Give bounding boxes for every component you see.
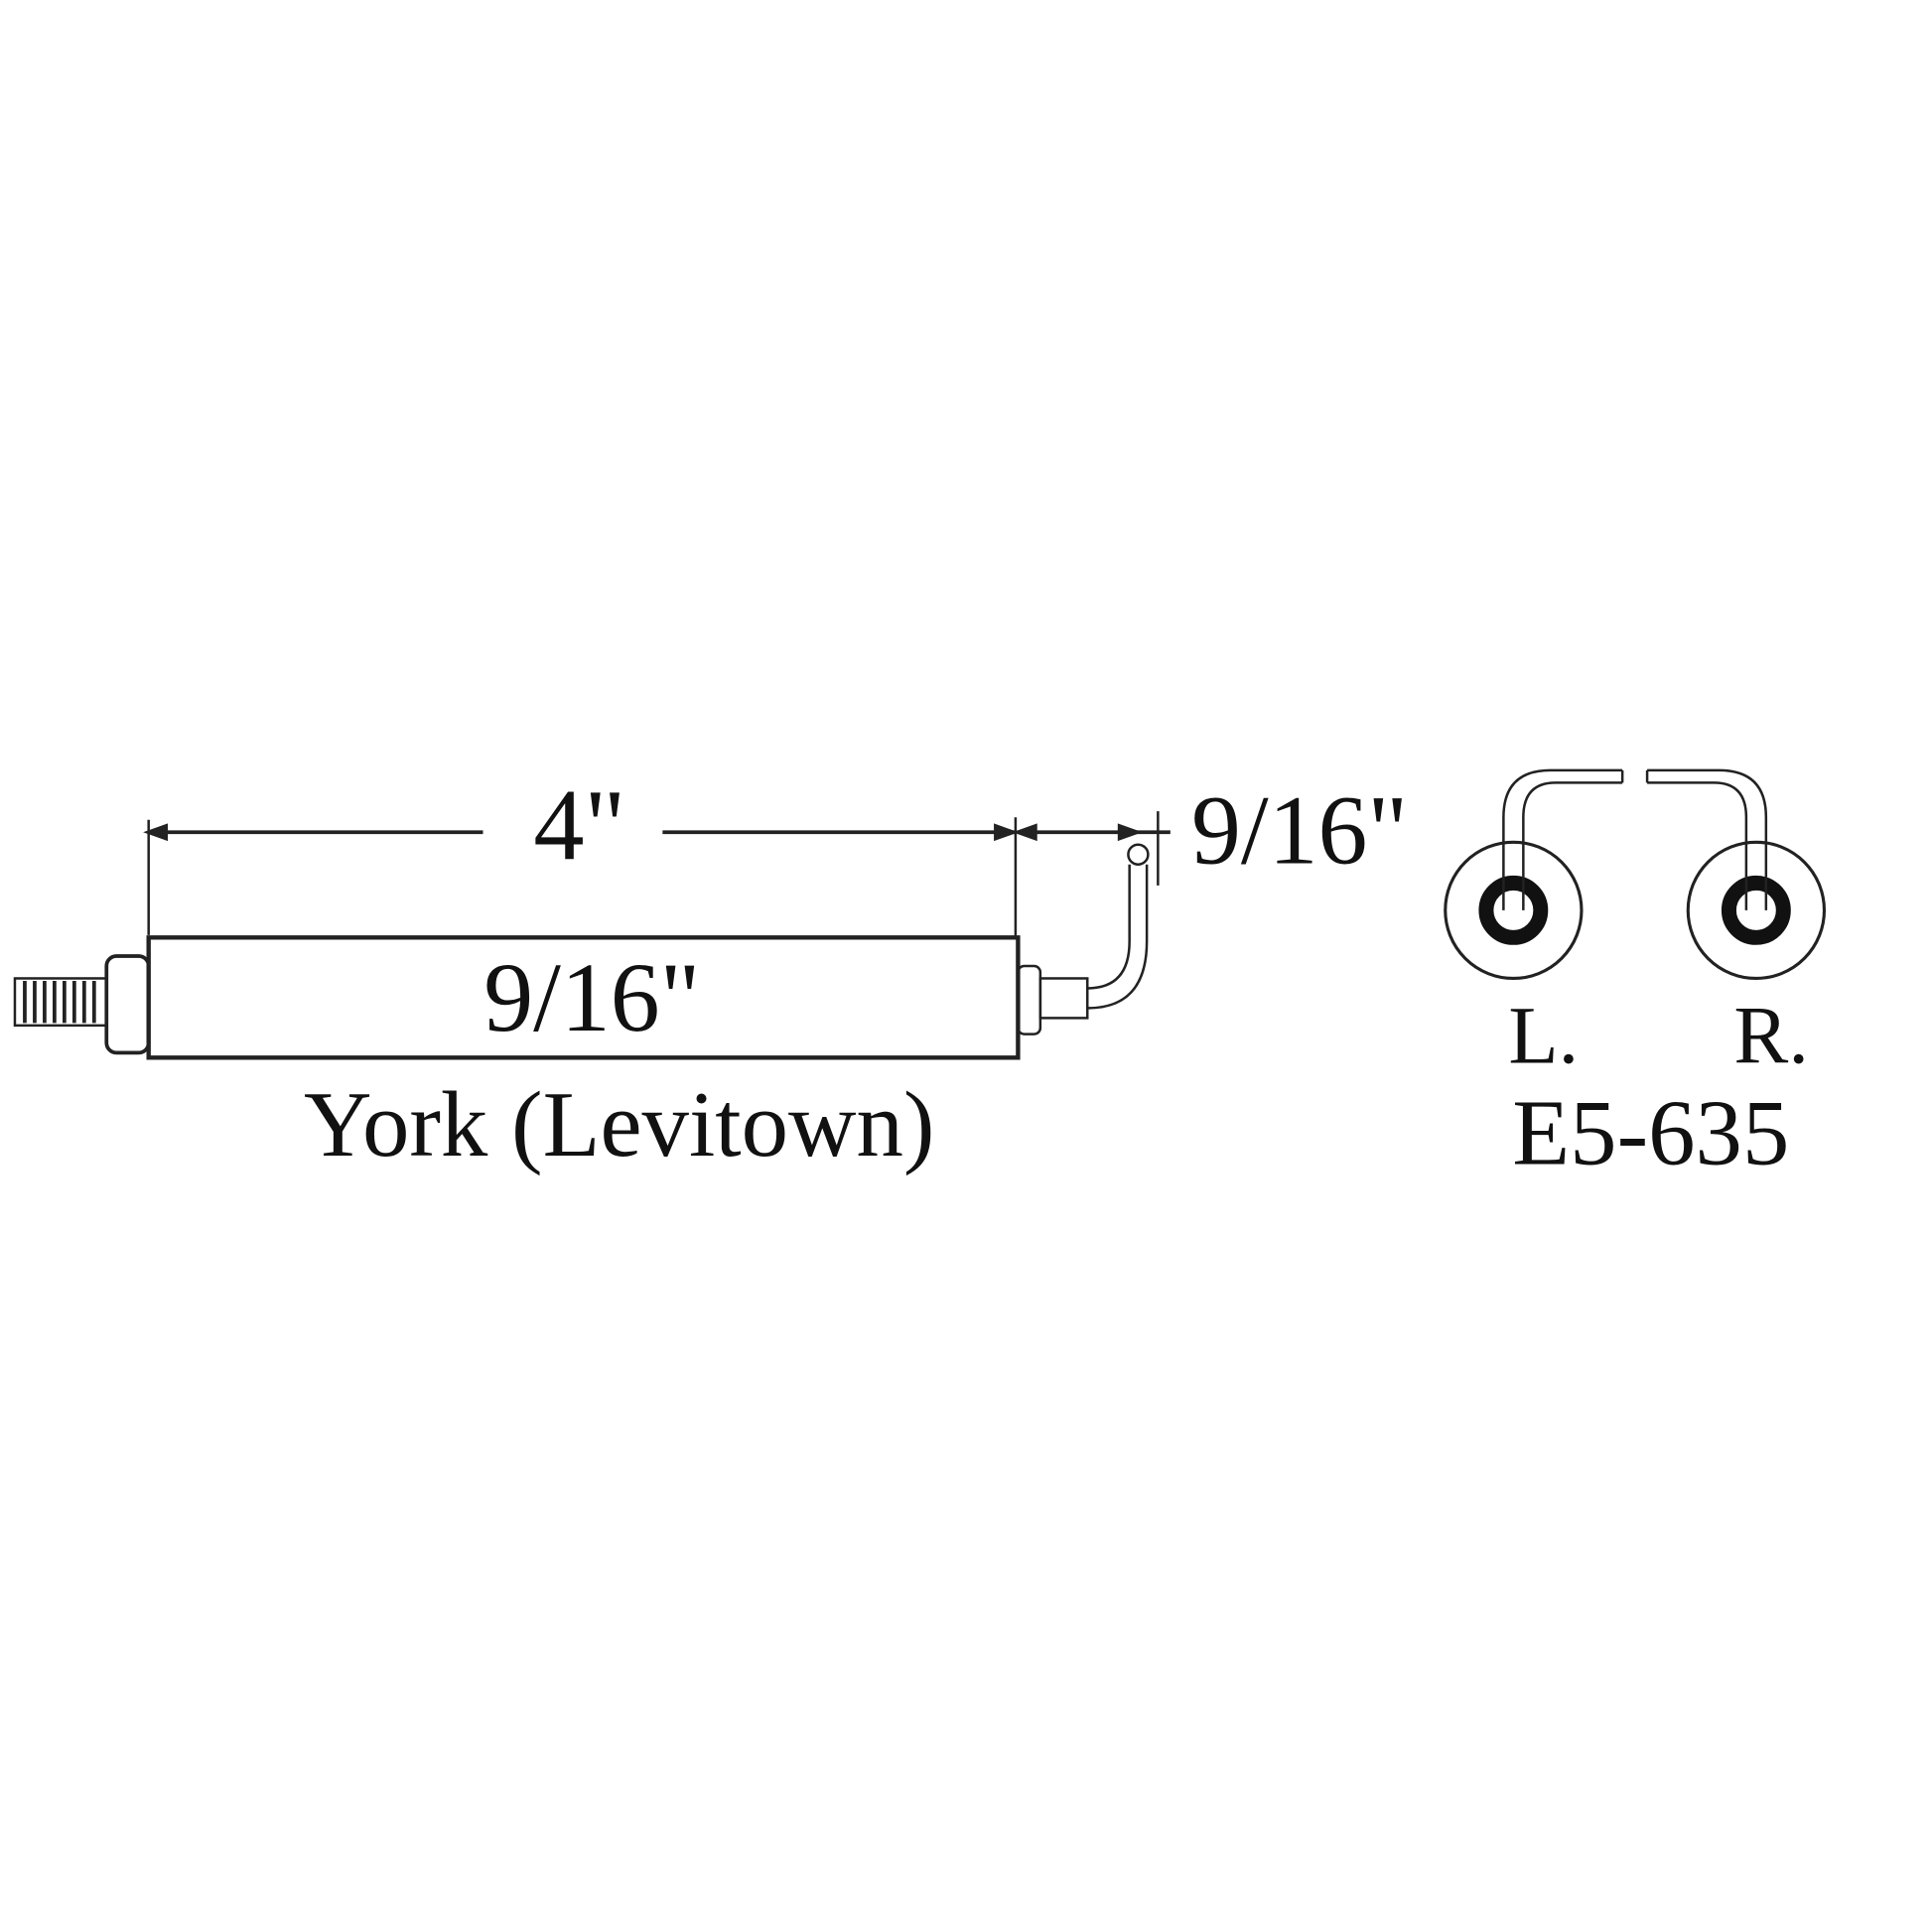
left-nut: [104, 954, 151, 1055]
length-label: 4": [533, 770, 625, 883]
left-electrode-end-view: [1444, 768, 1624, 981]
electrode-wire: [1087, 843, 1150, 1010]
threaded-stud: [13, 977, 108, 1028]
right-electrode-end-view: [1645, 768, 1827, 981]
left-label: L.: [1508, 990, 1579, 1080]
tip-offset-dimension-line: [1012, 811, 1171, 886]
right-label: R.: [1733, 990, 1809, 1080]
right-nut: [1017, 964, 1042, 1035]
model-caption: York (Levitown): [304, 1072, 934, 1176]
tip-offset-label: 9/16": [1191, 774, 1408, 885]
part-number: E5-635: [1512, 1081, 1789, 1185]
length-dimension-line: [143, 817, 1019, 939]
wire-fitting: [1038, 977, 1089, 1020]
diameter-label: 9/16": [483, 942, 700, 1052]
